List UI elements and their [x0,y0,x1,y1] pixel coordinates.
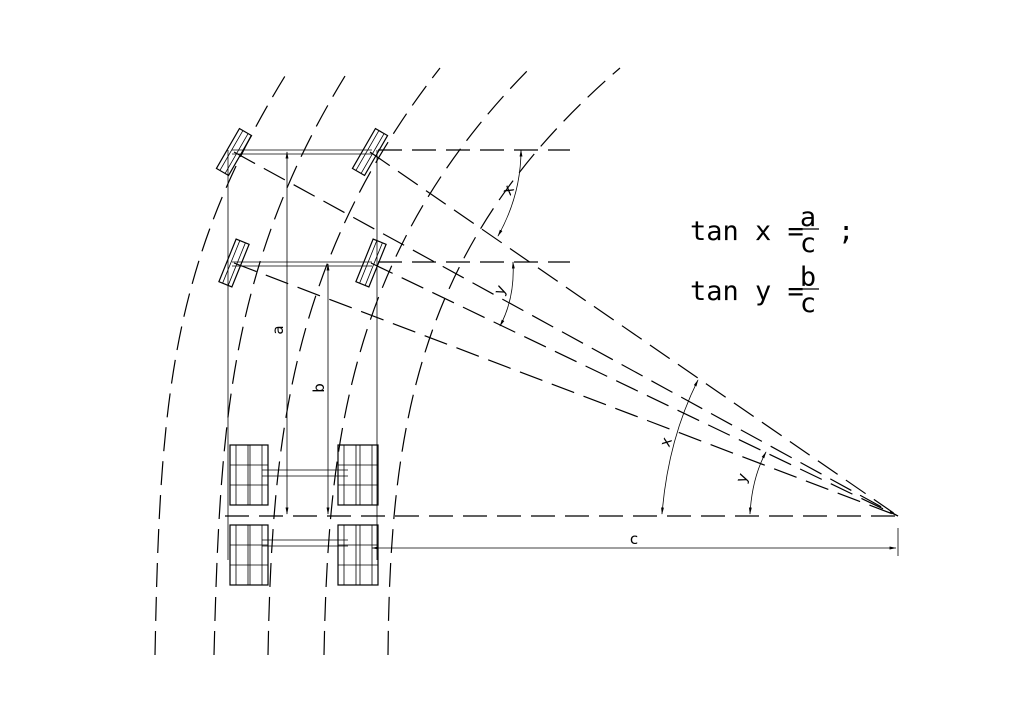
label-y-center: y [732,471,752,486]
label-a: a [269,325,287,334]
turning-arcs [154,67,621,656]
label-b: b [310,383,328,393]
label-y-front: y [490,282,510,298]
label-c: c [630,530,638,548]
rear-wheel-right-2 [337,524,379,586]
formula-tan-x-numerator: a [800,202,816,233]
angle-x-arc-front [497,149,523,237]
vehicle-chassis [227,149,378,560]
formula-tan-y-denominator: c [800,288,816,319]
turning-arc-5 [387,67,621,656]
rear-wheel-left-1 [229,444,269,506]
turning-arc-1 [154,67,291,656]
angle-y-arc-center [748,451,767,515]
formula-tan-x-denominator: c [800,228,816,259]
rear-wheel-right-1 [337,444,379,506]
angle-y-arc-front [499,261,515,327]
angle-x-arc-center [661,379,699,515]
formula-separator: ; [838,216,854,247]
rear-wheels [229,444,379,586]
front-axle-reference-lines [378,149,570,263]
label-x-center: x [656,435,676,450]
rear-wheel-left-2 [229,524,269,586]
formula-tan-x: tan x = a c ; [690,202,854,259]
formula-tan-x-left: tan x = [690,216,804,247]
turning-arc-4 [323,67,531,656]
formula-tan-y-numerator: b [800,262,816,293]
turning-arc-2 [213,67,351,656]
radial-lines [233,151,899,517]
formula-tan-y: tan y = b c [690,262,819,319]
formula-tan-y-left: tan y = [690,276,804,307]
dimension-c [371,528,899,556]
turning-arc-3 [267,67,441,656]
